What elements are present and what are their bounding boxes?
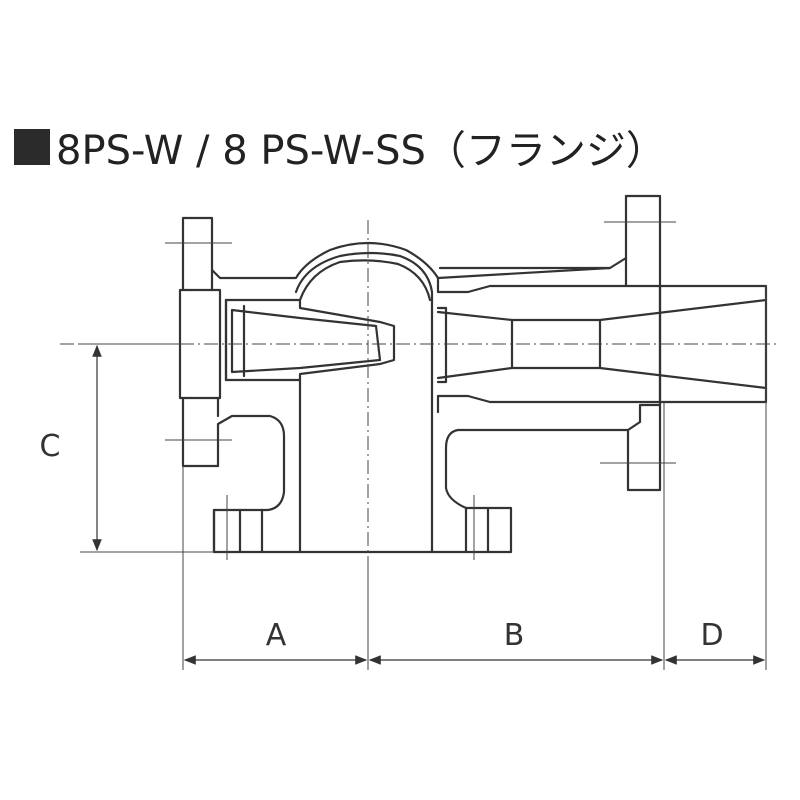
- dim-label-b: B: [504, 618, 525, 653]
- left-flange-lip: [210, 268, 220, 418]
- center-chamber: [294, 251, 434, 554]
- bottom-left-flange: [212, 508, 264, 554]
- dim-label-c: C: [40, 429, 61, 464]
- left-flange-inner: [181, 288, 222, 400]
- diffuser-outer: [436, 276, 768, 414]
- diffuser-inlet: [436, 306, 448, 384]
- nozzle-lines: [224, 298, 246, 382]
- dim-label-d: D: [700, 618, 723, 653]
- right-lower-flange: [626, 403, 662, 492]
- nozzle-inner: [230, 308, 382, 374]
- diagram-title: 8PS-W / 8 PS-W-SS（フランジ）: [14, 118, 666, 176]
- title-square-marker: [14, 129, 50, 165]
- dim-label-a: A: [266, 618, 287, 653]
- nozzle: [224, 298, 396, 382]
- bottom-right-flange: [464, 506, 490, 554]
- right-flange: [624, 256, 662, 404]
- left-flange-outline: [178, 194, 662, 554]
- center-chamber-top-inner: [298, 259, 432, 302]
- title-text: 8PS-W / 8 PS-W-SS（フランジ）: [56, 128, 666, 174]
- diffuser-cone: [436, 298, 768, 390]
